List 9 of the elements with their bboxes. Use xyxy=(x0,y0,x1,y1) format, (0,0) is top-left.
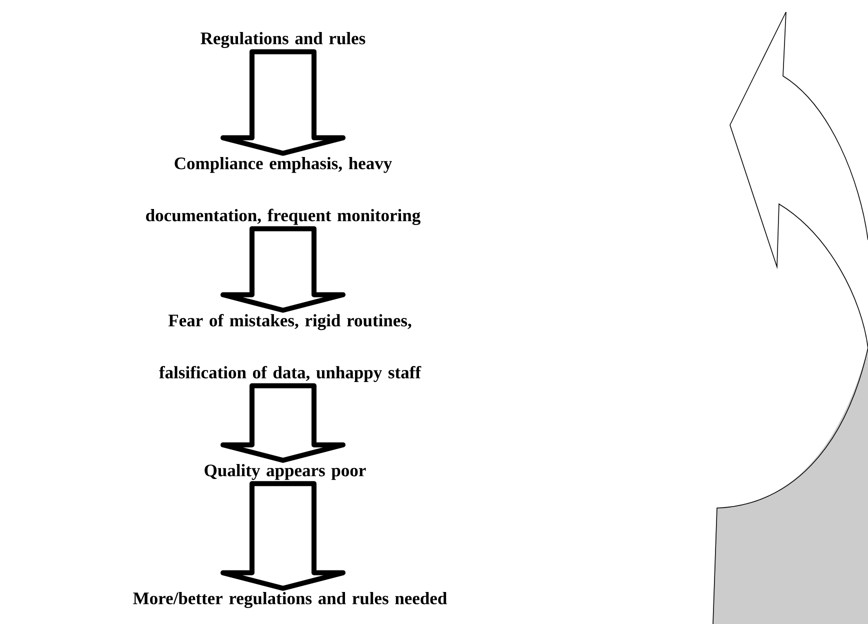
text-label: Regulations and rules xyxy=(200,32,366,48)
block-arrow xyxy=(220,481,346,591)
block-arrow xyxy=(220,49,346,156)
text-label: More/better regulations and rules needed xyxy=(133,592,447,608)
text-label: Quality appears poor xyxy=(204,464,366,480)
text-label: Fear of mistakes, rigid routines, falsification of data, unhappy staff xyxy=(159,314,422,382)
text-label: Compliance emphasis, heavy documentation, frequent monitoring xyxy=(146,157,420,225)
block-arrow xyxy=(220,383,346,463)
block-arrow xyxy=(220,226,346,313)
